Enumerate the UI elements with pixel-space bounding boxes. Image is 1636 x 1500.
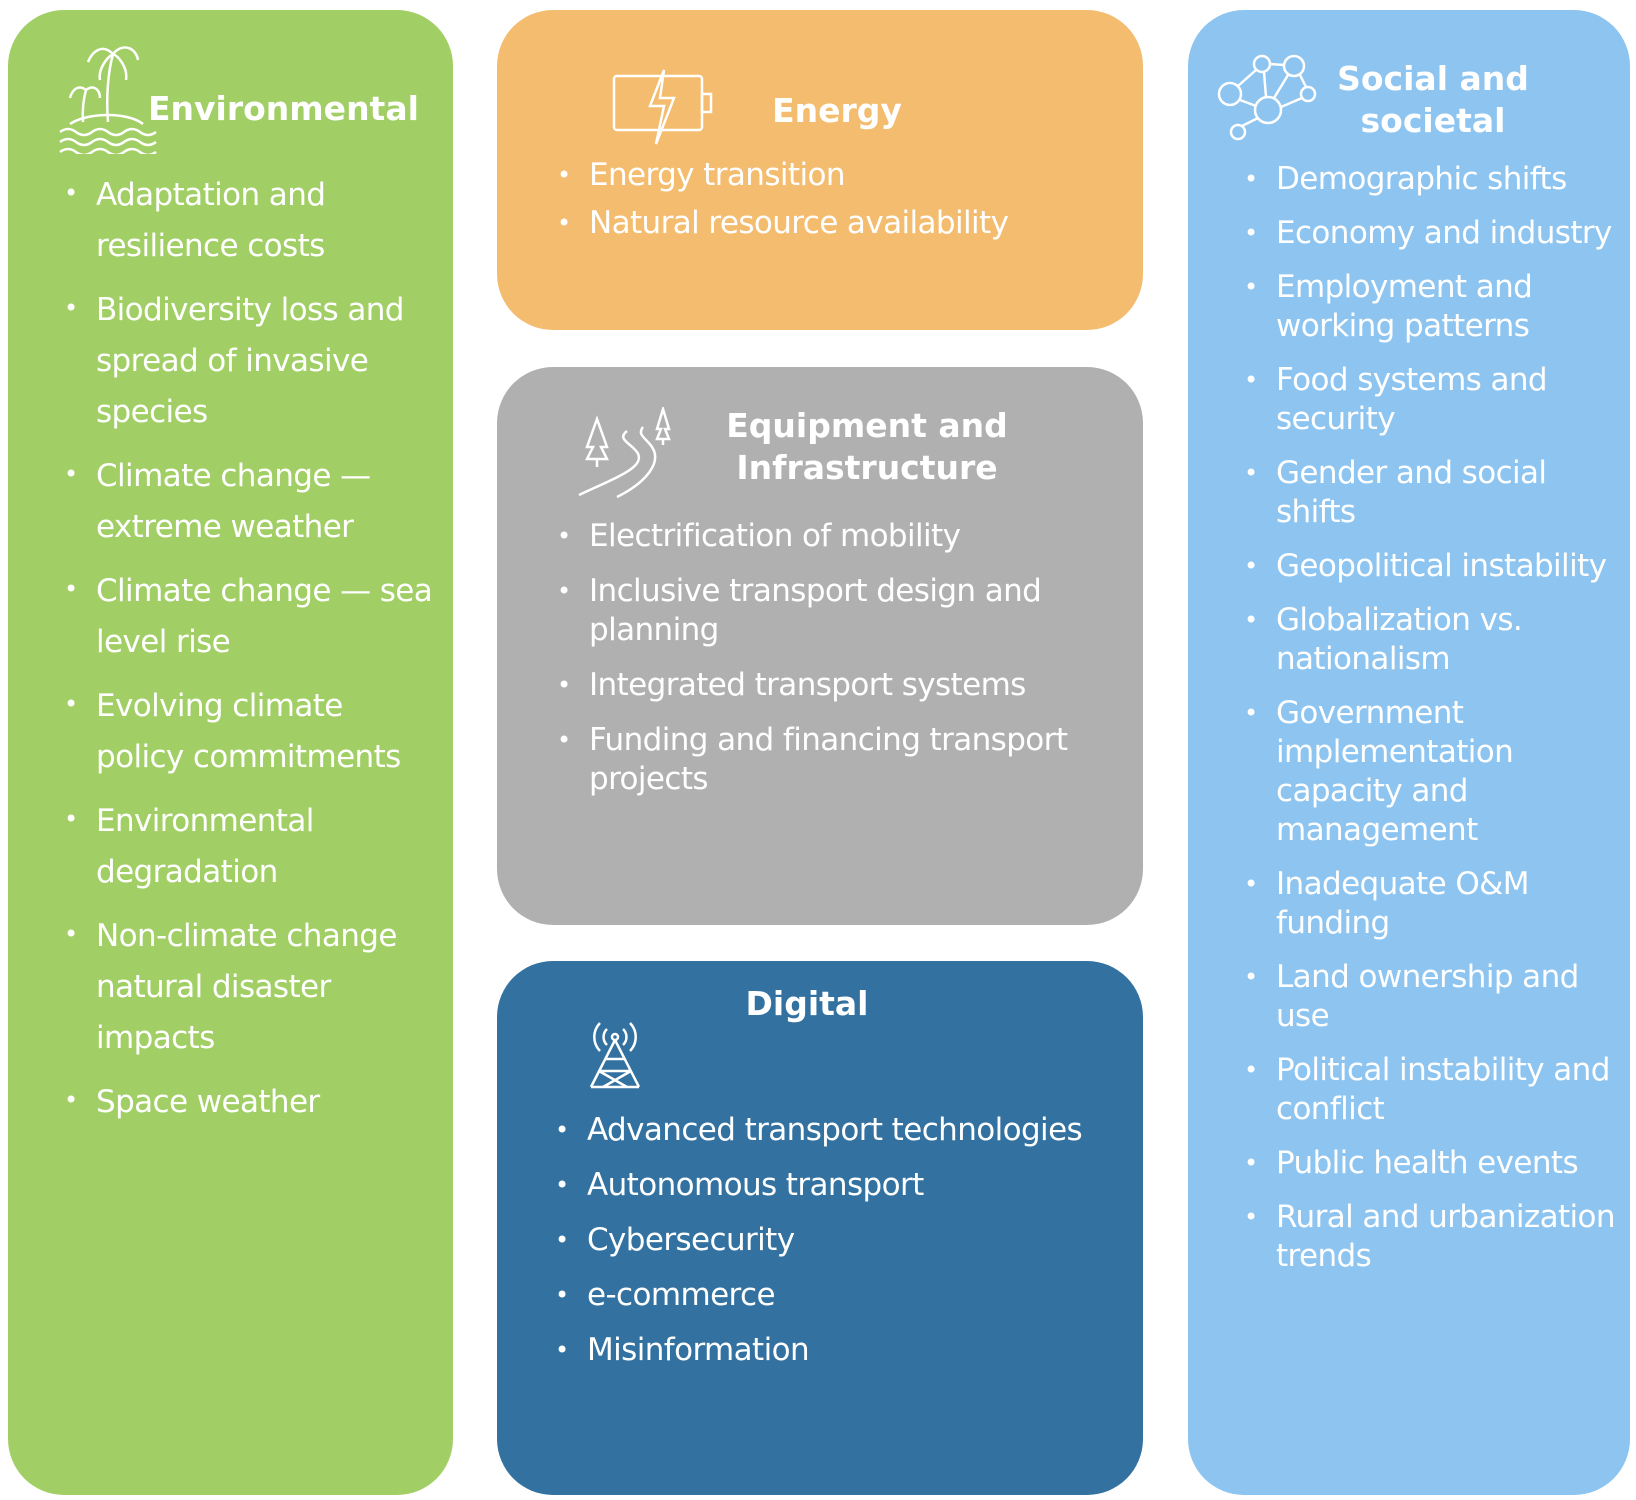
list-item: Non-climate change natural disaster impa… — [64, 909, 434, 1064]
list-item: Employment and working patterns — [1244, 268, 1629, 346]
social-list: Demographic shifts Economy and industry … — [1244, 160, 1629, 1291]
list-item: Land ownership and use — [1244, 958, 1629, 1036]
list-item: Biodiversity loss and spread of invasive… — [64, 283, 434, 438]
energy-title: Energy — [772, 91, 902, 130]
list-item: Rural and urbanization trends — [1244, 1198, 1629, 1276]
list-item: Demographic shifts — [1244, 160, 1629, 199]
energy-list: Energy transition Natural resource avail… — [557, 152, 1137, 248]
road-trees-icon — [578, 407, 671, 499]
list-item: Inclusive transport design and planning — [557, 572, 1137, 650]
digital-panel: Digital Advanced transport technologies … — [497, 961, 1143, 1495]
list-item: Food systems and security — [1244, 361, 1629, 439]
energy-panel: Energy Energy transition Natural resourc… — [497, 10, 1143, 330]
list-item: Advanced transport technologies — [555, 1111, 1135, 1150]
environmental-list: Adaptation and resilience costs Biodiver… — [64, 168, 434, 1141]
list-item: Environmental degradation — [64, 794, 434, 898]
environmental-title: Environmental — [148, 89, 419, 128]
list-item: Misinformation — [555, 1331, 1135, 1370]
list-item: Autonomous transport — [555, 1166, 1135, 1205]
digital-list: Advanced transport technologies Autonomo… — [555, 1111, 1135, 1386]
list-item: Adaptation and resilience costs — [64, 168, 434, 272]
palm-island-icon — [59, 46, 157, 154]
list-item: Energy transition — [557, 152, 1137, 198]
list-item: Government implementation capacity and m… — [1244, 694, 1629, 850]
list-item: Globalization vs. nationalism — [1244, 601, 1629, 679]
list-item: Funding and financing transport projects — [557, 721, 1137, 799]
list-item: Geopolitical instability — [1244, 547, 1629, 586]
antenna-tower-icon — [589, 1022, 641, 1089]
list-item: Gender and social shifts — [1244, 454, 1629, 532]
list-item: e-commerce — [555, 1276, 1135, 1315]
list-item: Space weather — [64, 1075, 434, 1128]
list-item: Political instability and conflict — [1244, 1051, 1629, 1129]
list-item: Evolving climate policy commitments — [64, 679, 434, 783]
list-item: Cybersecurity — [555, 1221, 1135, 1260]
battery-bolt-icon — [612, 69, 713, 145]
people-network-icon — [1217, 54, 1317, 141]
environmental-panel: Environmental Adaptation and resilience … — [8, 10, 453, 1495]
list-item: Integrated transport systems — [557, 666, 1137, 705]
list-item: Inadequate O&M funding — [1244, 865, 1629, 943]
list-item: Public health events — [1244, 1144, 1629, 1183]
equipment-list: Electrification of mobility Inclusive tr… — [557, 517, 1137, 815]
equipment-infrastructure-title: Equipment and Infrastructure — [726, 406, 1008, 487]
equipment-infrastructure-panel: Equipment and Infrastructure Electrifica… — [497, 367, 1143, 925]
social-societal-title: Social and societal — [1337, 59, 1529, 140]
list-item: Climate change — extreme weather — [64, 449, 434, 553]
list-item: Economy and industry — [1244, 214, 1629, 253]
list-item: Electrification of mobility — [557, 517, 1137, 556]
social-societal-panel: Social and societal Demographic shifts E… — [1188, 10, 1630, 1495]
list-item: Natural resource availability — [557, 200, 1137, 246]
list-item: Climate change — sea level rise — [64, 564, 434, 668]
digital-title: Digital — [745, 984, 869, 1023]
